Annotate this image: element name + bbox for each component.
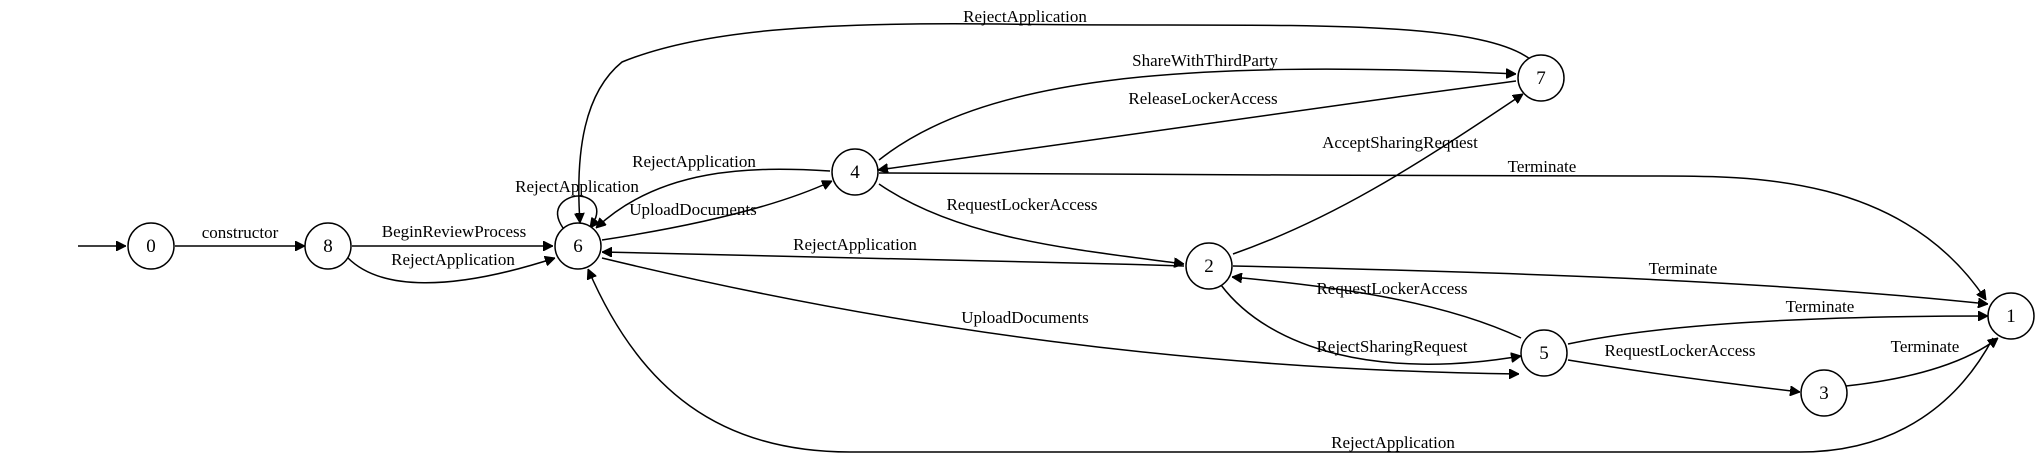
edge-label-5-2-request: RequestLockerAccess [1316, 279, 1467, 298]
edge-5-3-request: RequestLockerAccess [1567, 341, 1800, 392]
node-label: 0 [146, 236, 156, 257]
edge-2-5-reject: RejectSharingRequest [1220, 284, 1521, 365]
edge-label-3-1-terminate: Terminate [1891, 337, 1960, 356]
edge-label-2-5-reject: RejectSharingRequest [1316, 337, 1467, 356]
node-label: 5 [1539, 343, 1549, 364]
edge-0-8: constructor [175, 223, 305, 246]
edge-label-0-8: constructor [202, 223, 279, 242]
state-node-3: 3 [1800, 369, 1848, 417]
edge-label-2-6-reject: RejectApplication [793, 235, 917, 254]
edge-label-1-6-reject: RejectApplication [1331, 433, 1455, 452]
edge-label-7-6-reject: RejectApplication [963, 7, 1087, 26]
edge-label-6-6-reject: RejectApplication [515, 177, 639, 196]
edge-5-2-request: RequestLockerAccess [1232, 277, 1522, 339]
edge-label-2-1-terminate: Terminate [1649, 259, 1718, 278]
edge-5-1-terminate: Terminate [1567, 297, 1988, 345]
edge-4-1-terminate: Terminate [878, 157, 1987, 300]
state-node-7: 7 [1517, 54, 1565, 102]
node-label: 8 [323, 236, 333, 257]
edge-6-6-reject: RejectApplication [515, 177, 639, 228]
edge-4-2-request: RequestLockerAccess [878, 183, 1184, 264]
edge-label-5-1-terminate: Terminate [1786, 297, 1855, 316]
edge-2-1-terminate: Terminate [1232, 259, 1988, 304]
state-node-1: 1 [1987, 292, 2035, 340]
edge-6-5-upload: UploadDocuments [601, 257, 1519, 374]
state-node-0: 0 [127, 222, 175, 270]
node-label: 1 [2006, 306, 2016, 327]
edge-8-6-begin: BeginReviewProcess [352, 222, 553, 246]
node-label: 2 [1204, 256, 1214, 277]
edge-label-6-4-upload: UploadDocuments [629, 200, 756, 219]
state-node-4: 4 [831, 148, 879, 196]
edge-label-5-3-request: RequestLockerAccess [1604, 341, 1755, 360]
edge-8-6-reject: RejectApplication [347, 250, 555, 284]
edge-label-8-6-reject: RejectApplication [391, 250, 515, 269]
edge-label-4-2-request: RequestLockerAccess [946, 195, 1097, 214]
edge-1-6-reject: RejectApplication [588, 269, 1994, 453]
node-label: 3 [1819, 383, 1829, 404]
edge-4-6-reject: RejectApplication [596, 152, 831, 228]
node-label: 7 [1536, 68, 1546, 89]
node-label: 6 [573, 236, 583, 257]
edge-2-7-accept: AcceptSharingRequest [1232, 94, 1523, 255]
edge-3-1-terminate: Terminate [1845, 337, 1998, 387]
edge-label-2-7-accept: AcceptSharingRequest [1322, 133, 1478, 152]
state-node-6: 6 [554, 222, 602, 270]
edge-label-6-5-upload: UploadDocuments [961, 308, 1088, 327]
edge-2-6-reject: RejectApplication [602, 235, 1185, 267]
edge-label-4-6-reject: RejectApplication [632, 152, 756, 171]
node-label: 4 [850, 162, 860, 183]
edge-label-4-1-terminate: Terminate [1508, 157, 1577, 176]
edge-7-4-release: ReleaseLockerAccess [878, 80, 1517, 170]
edge-6-4-upload: UploadDocuments [601, 181, 832, 241]
state-node-8: 8 [304, 222, 352, 270]
edge-label-4-7-share: ShareWithThirdParty [1132, 51, 1278, 70]
edge-7-6-reject: RejectApplication [579, 7, 1531, 223]
edge-label-7-4-release: ReleaseLockerAccess [1128, 89, 1277, 108]
edge-4-7-share: ShareWithThirdParty [878, 51, 1516, 161]
state-node-2: 2 [1185, 242, 1233, 290]
edge-label-8-6-begin: BeginReviewProcess [382, 222, 526, 241]
state-node-5: 5 [1520, 329, 1568, 377]
